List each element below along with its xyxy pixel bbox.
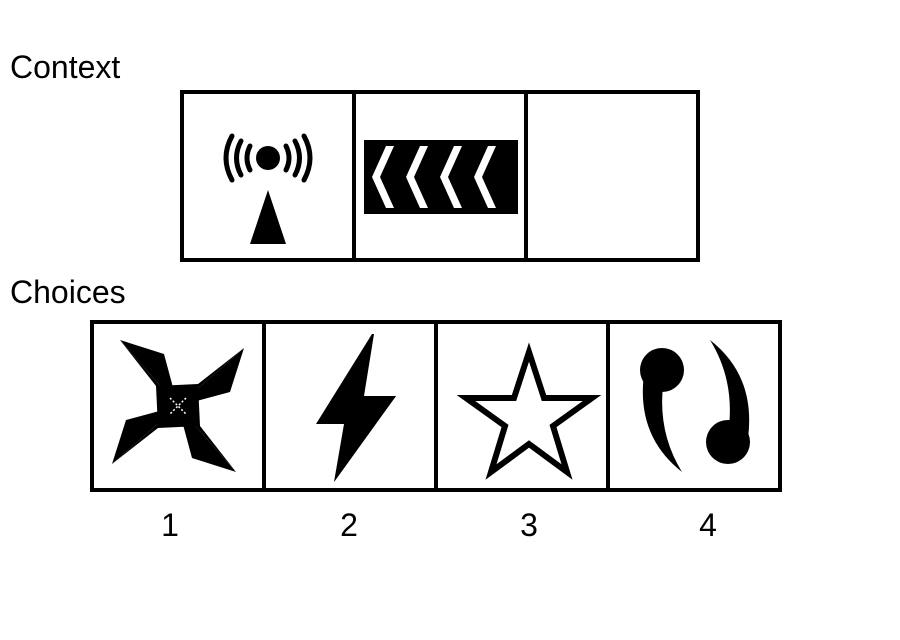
choices-strip xyxy=(90,320,782,492)
context-strip xyxy=(180,90,700,262)
context-panel-3-empty xyxy=(524,90,700,262)
choice-2-number: 2 xyxy=(340,507,358,543)
choice-1[interactable] xyxy=(90,320,266,492)
choice-2[interactable] xyxy=(262,320,438,492)
context-label: Context xyxy=(10,49,121,85)
choices-label: Choices xyxy=(10,274,126,310)
context-panel-2 xyxy=(352,90,528,262)
choice-4[interactable] xyxy=(606,320,782,492)
choice-4-number: 4 xyxy=(699,507,717,543)
choice-3[interactable] xyxy=(434,320,610,492)
wireless-antenna-icon xyxy=(223,133,313,244)
lightning-bolt-icon xyxy=(316,334,396,482)
comma-pair-icon xyxy=(640,340,750,472)
choice-3-number: 3 xyxy=(520,507,538,543)
chevron-arrows-sign-icon xyxy=(364,140,518,214)
context-panel-1 xyxy=(180,90,356,262)
star-outline-icon xyxy=(456,342,602,480)
choice-1-number: 1 xyxy=(161,507,179,543)
pinwheel-icon xyxy=(112,340,244,472)
